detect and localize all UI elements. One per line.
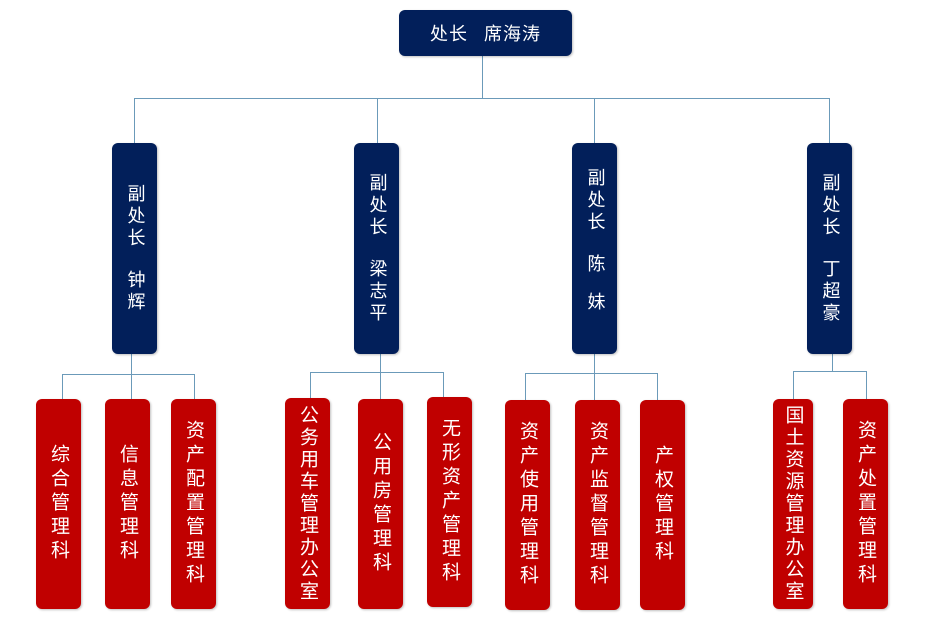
department-label: 无形资产管理科 [439,418,461,586]
department-label: 综合管理科 [48,444,70,564]
deputy-title: 副处长 [366,172,388,239]
department-box: 产权管理科 [640,400,685,610]
connector-group-4-stem [832,354,833,371]
director-box: 处长 席海涛 [399,10,572,56]
connector-group-3-stem [594,354,595,373]
connector-group-2-bus [310,372,444,373]
department-box: 资产配置管理科 [171,399,216,609]
connector-deputy-1 [134,98,135,143]
connector-director-stem [482,56,483,99]
department-box: 公务用车管理办公室 [285,398,330,609]
department-label: 信息管理科 [117,444,139,564]
director-name: 席海涛 [484,24,541,45]
department-label: 公务用车管理办公室 [297,404,319,603]
deputy-name: 梁志平 [366,258,388,325]
connector-dept-4-2 [866,371,867,399]
department-box: 综合管理科 [36,399,81,609]
department-box: 国土资源管理办公室 [773,399,813,609]
department-box: 资产使用管理科 [505,400,550,610]
deputy-box-3: 副处长陈妹 [572,143,617,354]
connector-deputy-4 [829,98,830,143]
connector-dept-3-3 [657,373,658,406]
department-label: 资产处置管理科 [855,420,877,588]
connector-group-4-bus [793,371,867,372]
deputy-name: 钟辉 [124,269,146,314]
connector-dept-1-2 [131,374,132,399]
connector-dept-2-3 [443,372,444,397]
department-label: 国土资源管理办公室 [782,405,805,603]
director-title: 处长 [430,24,468,45]
deputy-box-1: 副处长钟辉 [112,143,157,354]
connector-deputy-3 [594,98,595,143]
connector-group-1-bus [62,374,194,375]
deputy-title: 副处长 [124,183,146,250]
deputy-name: 陈妹 [584,253,606,330]
connector-deputy-2 [377,98,378,143]
connector-dept-1-1 [62,374,63,399]
department-box: 公用房管理科 [358,399,403,609]
deputy-title: 副处长 [584,167,606,234]
department-label: 产权管理科 [652,445,674,565]
connector-dept-3-1 [525,373,526,400]
deputy-box-2: 副处长梁志平 [354,143,399,354]
connector-group-2-stem [380,354,381,372]
department-label: 资产配置管理科 [183,420,205,588]
connector-deputies-bus [134,98,830,99]
department-label: 公用房管理科 [370,432,392,576]
deputy-box-4: 副处长丁超豪 [807,143,852,354]
department-box: 无形资产管理科 [427,397,472,607]
deputy-title: 副处长 [819,172,841,239]
department-label: 资产使用管理科 [517,421,539,589]
connector-dept-4-1 [793,371,794,399]
deputy-name: 丁超豪 [819,258,841,325]
department-label: 资产监督管理科 [587,421,609,589]
connector-dept-1-3 [194,374,195,399]
department-box: 资产监督管理科 [575,400,620,610]
connector-group-3-bus [525,373,658,374]
connector-dept-3-2 [594,373,595,400]
connector-dept-2-1 [310,372,311,398]
department-box: 信息管理科 [105,399,150,609]
department-box: 资产处置管理科 [843,399,888,609]
connector-group-1-stem [131,354,132,374]
connector-dept-2-2 [380,372,381,399]
